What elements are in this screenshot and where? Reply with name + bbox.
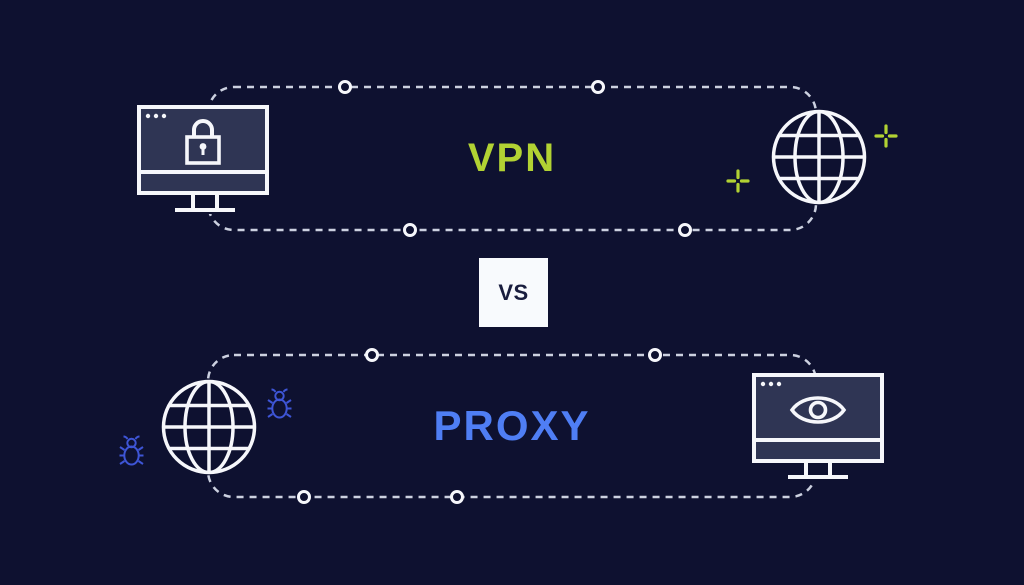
vpn-label: VPN — [467, 136, 557, 180]
globe-icon — [771, 109, 867, 205]
eye-icon — [789, 396, 847, 424]
node-circle-icon — [648, 348, 662, 362]
monitor-eye-icon — [752, 373, 884, 481]
node-circle-icon — [338, 80, 352, 94]
bug-icon — [267, 388, 292, 419]
proxy-label: PROXY — [433, 402, 591, 449]
node-circle-icon — [450, 490, 464, 504]
window-dots-icon — [760, 381, 782, 387]
node-circle-icon — [403, 223, 417, 237]
bug-icon — [119, 435, 144, 466]
proxy-path-nodes — [297, 348, 662, 504]
monitor-stand — [788, 461, 848, 479]
node-circle-icon — [678, 223, 692, 237]
globe-icon — [161, 379, 257, 475]
node-circle-icon — [297, 490, 311, 504]
node-circle-icon — [591, 80, 605, 94]
sparkle-plus-icon — [726, 169, 750, 193]
window-dots-icon — [145, 113, 167, 119]
vs-label: VS — [498, 279, 529, 305]
padlock-icon — [185, 119, 221, 165]
vs-divider: VS — [479, 258, 548, 327]
node-circle-icon — [365, 348, 379, 362]
sparkle-plus-icon — [874, 124, 898, 148]
monitor-lock-icon — [137, 105, 269, 214]
vpn-path-nodes — [338, 80, 692, 237]
monitor-stand — [175, 193, 235, 212]
